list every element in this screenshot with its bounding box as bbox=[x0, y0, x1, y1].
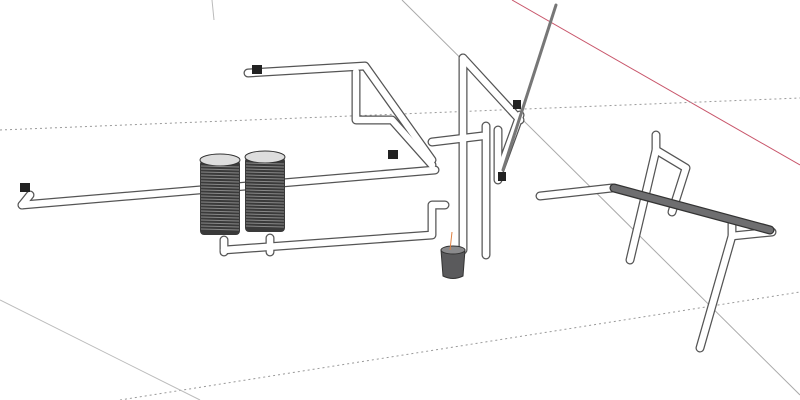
bucket-icon[interactable] bbox=[440, 231, 466, 279]
filter-rib bbox=[245, 183, 285, 186]
filter-rib bbox=[245, 192, 285, 195]
pipe-network[interactable] bbox=[17, 3, 777, 353]
filter-rib bbox=[200, 219, 240, 222]
filter-rib bbox=[200, 195, 240, 198]
pipe-segment[interactable] bbox=[696, 220, 736, 352]
pipe-segment[interactable] bbox=[220, 201, 449, 254]
filter-rib bbox=[200, 204, 240, 207]
filter-cartridge-icon[interactable] bbox=[244, 150, 286, 232]
filter-rib bbox=[200, 183, 240, 186]
filter-rib bbox=[200, 189, 240, 192]
filter-rib bbox=[200, 192, 240, 195]
filter-rib bbox=[200, 210, 240, 213]
filter-rib bbox=[200, 174, 240, 177]
pipe-segment[interactable] bbox=[428, 132, 486, 146]
filter-rib bbox=[245, 213, 285, 216]
valve-icon[interactable] bbox=[498, 172, 506, 181]
valve-icon[interactable] bbox=[388, 150, 398, 159]
valve-icon[interactable] bbox=[20, 183, 30, 192]
filter-rib bbox=[245, 162, 285, 165]
blue-axis bbox=[211, 0, 215, 21]
filter-rib bbox=[200, 168, 240, 171]
pipe-segment[interactable] bbox=[459, 54, 524, 124]
filter-rib bbox=[200, 165, 240, 168]
pipe-segment[interactable] bbox=[243, 61, 437, 165]
filter-rib bbox=[245, 210, 285, 213]
pipe-segment[interactable] bbox=[244, 62, 436, 164]
filter-rib bbox=[245, 198, 285, 201]
filter-rib bbox=[200, 177, 240, 180]
filter-rib bbox=[200, 228, 240, 231]
filter-rib bbox=[245, 207, 285, 210]
filter-rib bbox=[245, 216, 285, 219]
filter-rib bbox=[200, 213, 240, 216]
filter-rib bbox=[200, 225, 240, 228]
grid-line-left bbox=[0, 299, 201, 400]
filter-rib bbox=[245, 177, 285, 180]
filter-rib bbox=[245, 186, 285, 189]
pipe-segment[interactable] bbox=[610, 184, 774, 234]
pipe-segment[interactable] bbox=[18, 191, 34, 209]
valve-icon[interactable] bbox=[252, 65, 262, 74]
filter-rib bbox=[245, 189, 285, 192]
valves[interactable] bbox=[20, 65, 521, 192]
filter-cartridge-icon[interactable] bbox=[199, 153, 241, 235]
filter-rib bbox=[200, 198, 240, 201]
pipe-segment[interactable] bbox=[652, 146, 690, 216]
pipe-segment[interactable] bbox=[352, 68, 436, 169]
filter-rib bbox=[245, 225, 285, 228]
filter-rib bbox=[245, 171, 285, 174]
filter-rib bbox=[245, 204, 285, 207]
filter-rib bbox=[200, 207, 240, 210]
red-axis bbox=[511, 0, 800, 166]
filter-rib bbox=[245, 201, 285, 204]
pipe-segment[interactable] bbox=[536, 184, 616, 200]
filter-rib bbox=[245, 174, 285, 177]
filter-cartridges[interactable] bbox=[199, 150, 286, 235]
filter-rib bbox=[200, 171, 240, 174]
filter-rib bbox=[200, 216, 240, 219]
valve-icon[interactable] bbox=[513, 100, 521, 109]
filter-rib bbox=[245, 165, 285, 168]
filter-rib bbox=[245, 168, 285, 171]
support-pole bbox=[501, 3, 558, 172]
filter-rib bbox=[245, 195, 285, 198]
filter-rib bbox=[245, 222, 285, 225]
filter-rib bbox=[200, 186, 240, 189]
filter-rib bbox=[200, 180, 240, 183]
filter-rib bbox=[200, 222, 240, 225]
filter-rib bbox=[245, 180, 285, 183]
filter-rib bbox=[245, 219, 285, 222]
filter-rib bbox=[200, 201, 240, 204]
